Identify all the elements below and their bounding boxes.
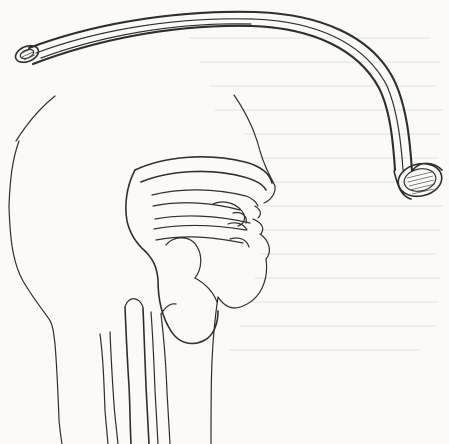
head-section-outline — [9, 95, 275, 444]
curved-tube — [13, 12, 445, 200]
internal-anatomy — [100, 157, 272, 444]
